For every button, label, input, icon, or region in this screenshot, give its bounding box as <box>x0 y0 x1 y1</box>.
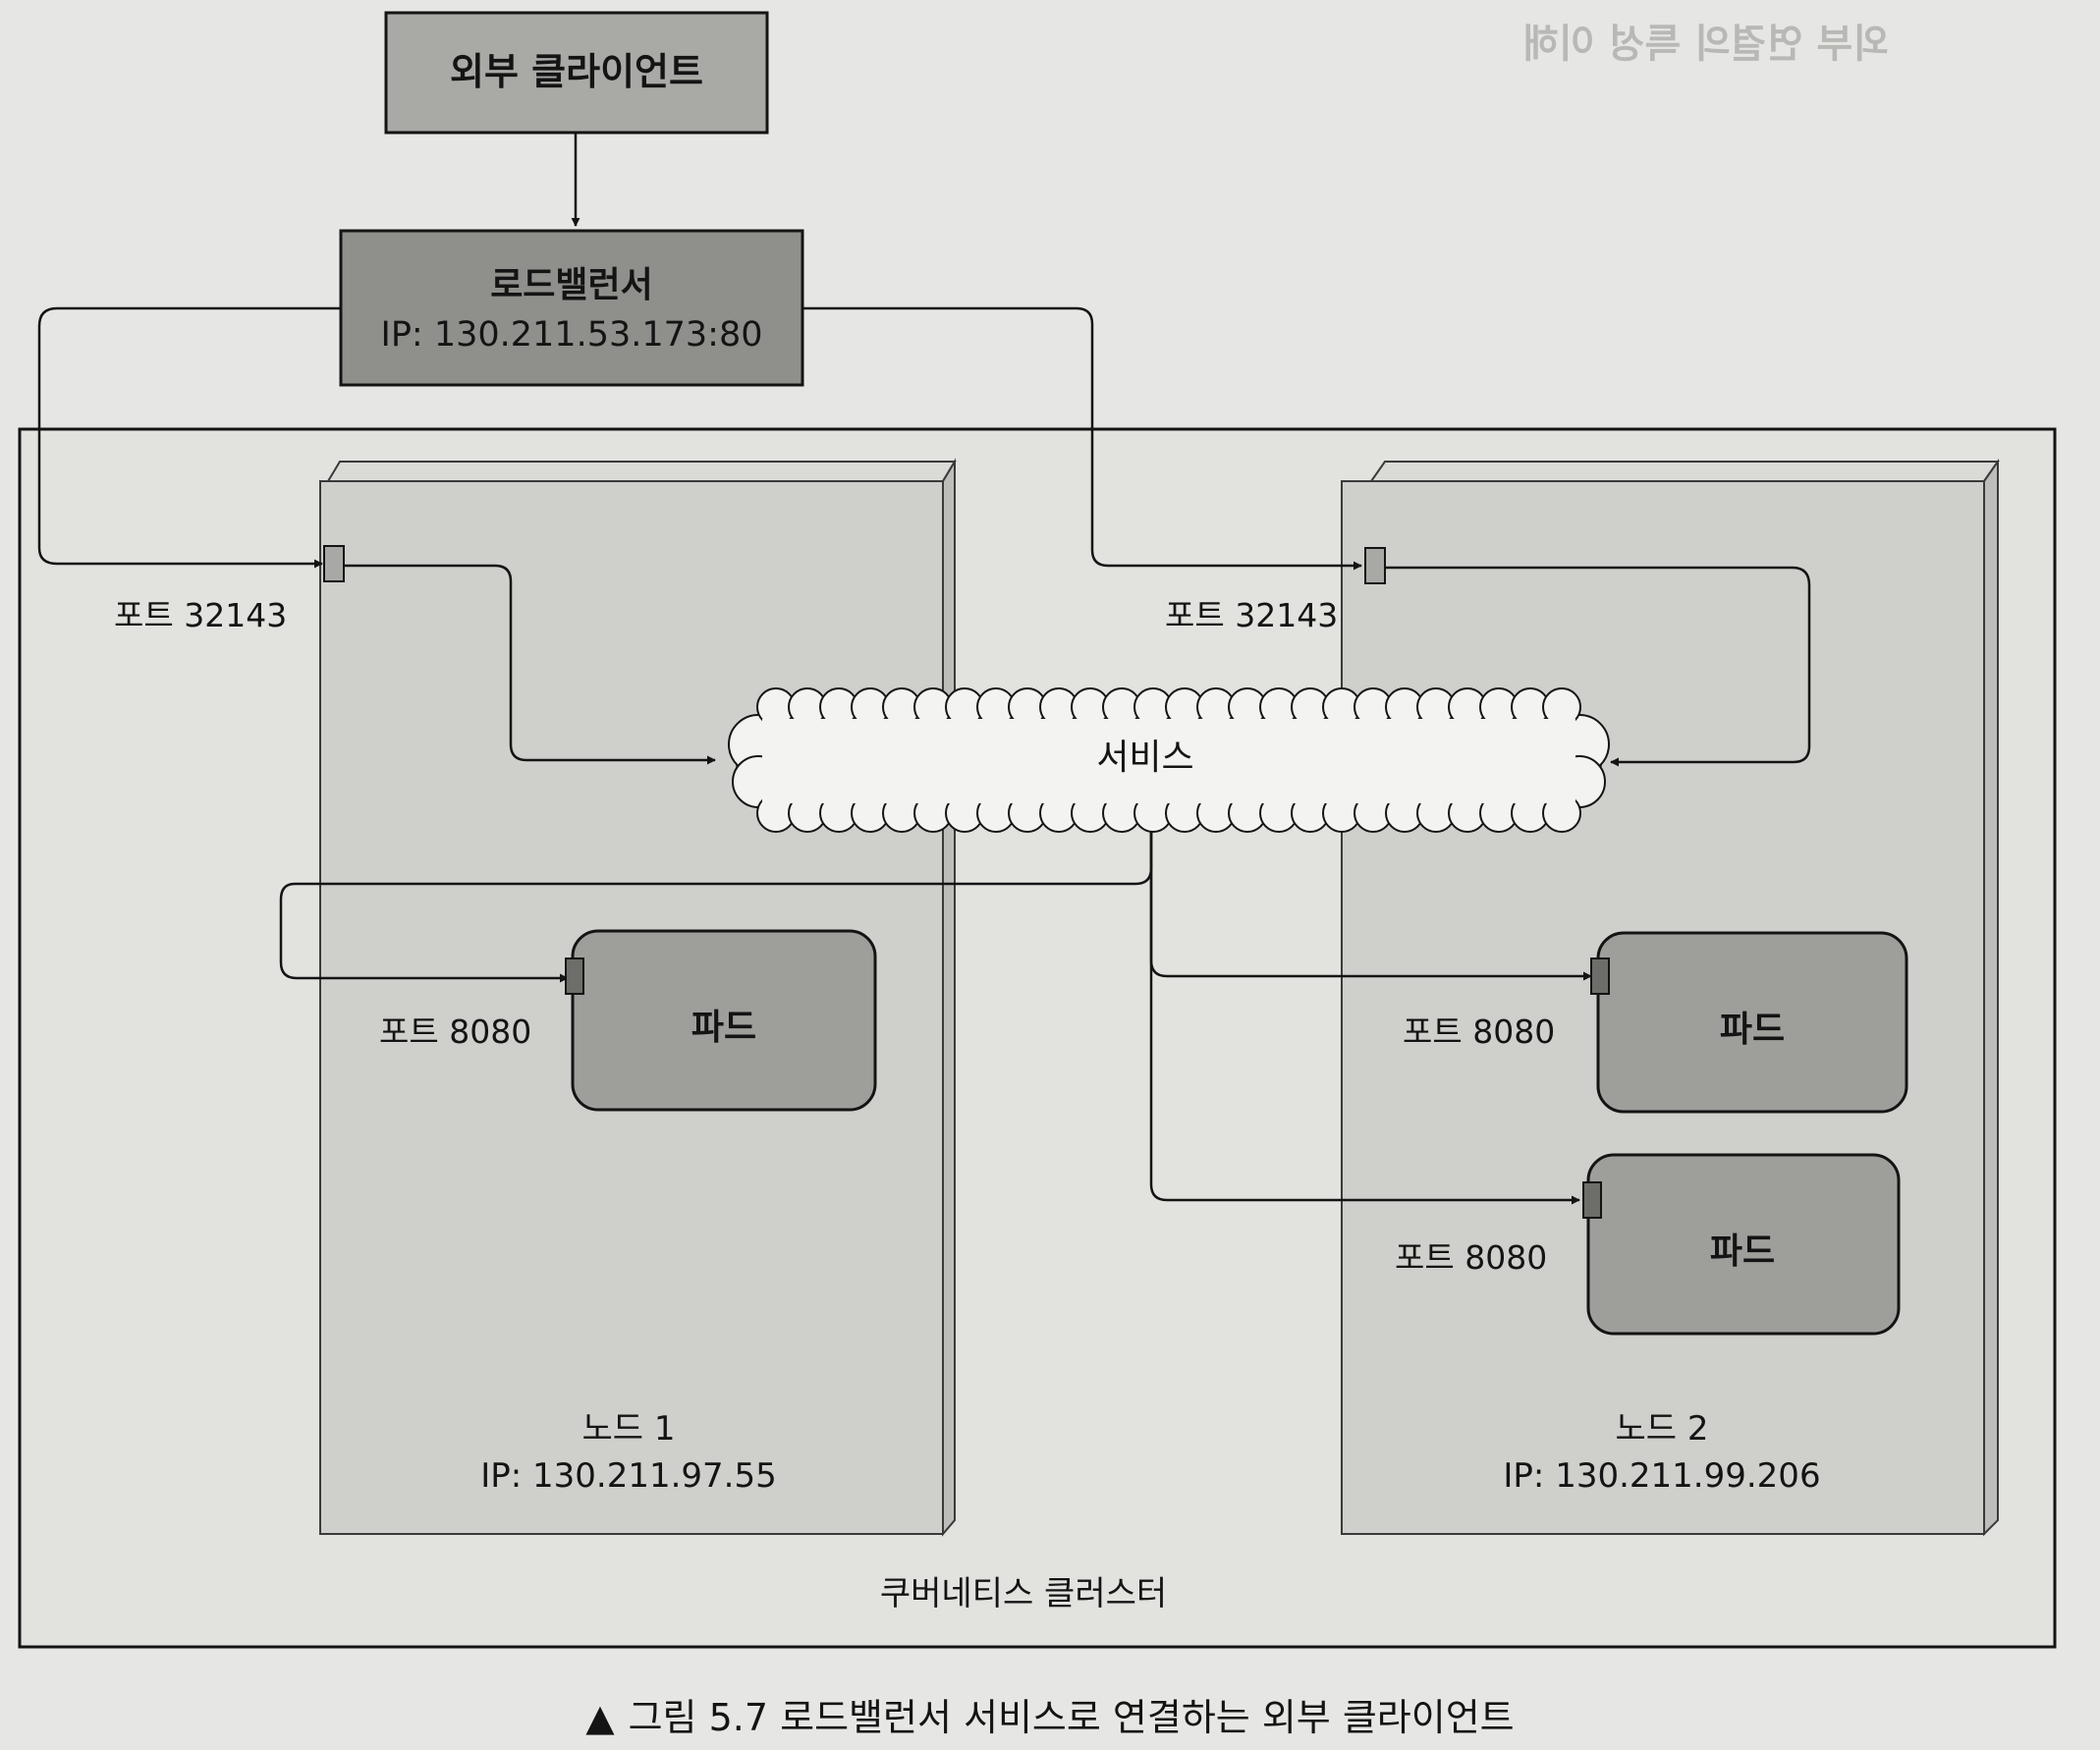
node2-pod-2-port-label: 포트 8080 <box>1395 1238 1547 1277</box>
node1-pod-port-label: 포트 8080 <box>379 1012 531 1051</box>
node2-pod-1-port <box>1590 957 1610 995</box>
node1-pod-label: 파드 <box>691 1008 756 1048</box>
lb-to-node1-port-line <box>37 306 341 569</box>
node1-port-label: 포트 32143 <box>114 596 287 634</box>
node1-pod-port <box>565 957 584 995</box>
node1-ip: IP: 130.211.97.55 <box>480 1456 777 1496</box>
external-client-label: 외부 클라이언트 <box>450 50 703 93</box>
service-label: 서비스 <box>1096 738 1193 778</box>
node2-name: 노드 2 <box>1616 1409 1709 1449</box>
load-balancer-ip: IP: 130.211.53.173:80 <box>381 315 763 355</box>
node2-pod-2 <box>1586 1153 1901 1336</box>
service-to-node2-pod2-line <box>1149 827 1580 1205</box>
node1-pod <box>571 929 877 1112</box>
node2-pod-2-label: 파드 <box>1710 1231 1775 1272</box>
node2-port-to-service-line <box>1385 566 1811 767</box>
node-1-side-face <box>942 458 956 1537</box>
node1-port-to-service-line <box>342 564 716 765</box>
load-balancer-box <box>339 229 804 387</box>
cluster-label: 쿠버네티스 클러스터 <box>880 1574 1167 1613</box>
node-2-top-face <box>1369 461 2000 482</box>
node2-port-label: 포트 32143 <box>1165 596 1338 634</box>
node2-pod-1-port-label: 포트 8080 <box>1403 1012 1555 1051</box>
node2-pod-2-port <box>1582 1181 1602 1219</box>
caption-marker-icon: ▲ <box>585 1696 615 1739</box>
node2-pod-1 <box>1596 931 1908 1114</box>
node2-node-port <box>1364 547 1386 584</box>
node-2-side-face <box>1983 458 1999 1537</box>
load-balancer-title: 로드밸런서 <box>490 265 653 305</box>
node1-name: 노드 1 <box>582 1409 676 1449</box>
service-to-node1-pod-line <box>279 827 1153 983</box>
node2-pod-1-label: 파드 <box>1720 1010 1785 1050</box>
figure-caption: ▲ 그림 5.7 로드밸런서 서비스로 연결하는 외부 클라이언트 <box>0 1687 2100 1741</box>
node1-node-port <box>323 545 345 582</box>
service-cloud <box>728 687 1610 833</box>
caption-text: 그림 5.7 로드밸런서 서비스로 연결하는 외부 클라이언트 <box>628 1696 1515 1739</box>
node2-ip: IP: 130.211.99.206 <box>1503 1456 1820 1496</box>
lb-to-node2-port-line <box>802 306 1362 571</box>
node-1-top-face <box>326 461 957 482</box>
external-client-box <box>384 11 769 135</box>
